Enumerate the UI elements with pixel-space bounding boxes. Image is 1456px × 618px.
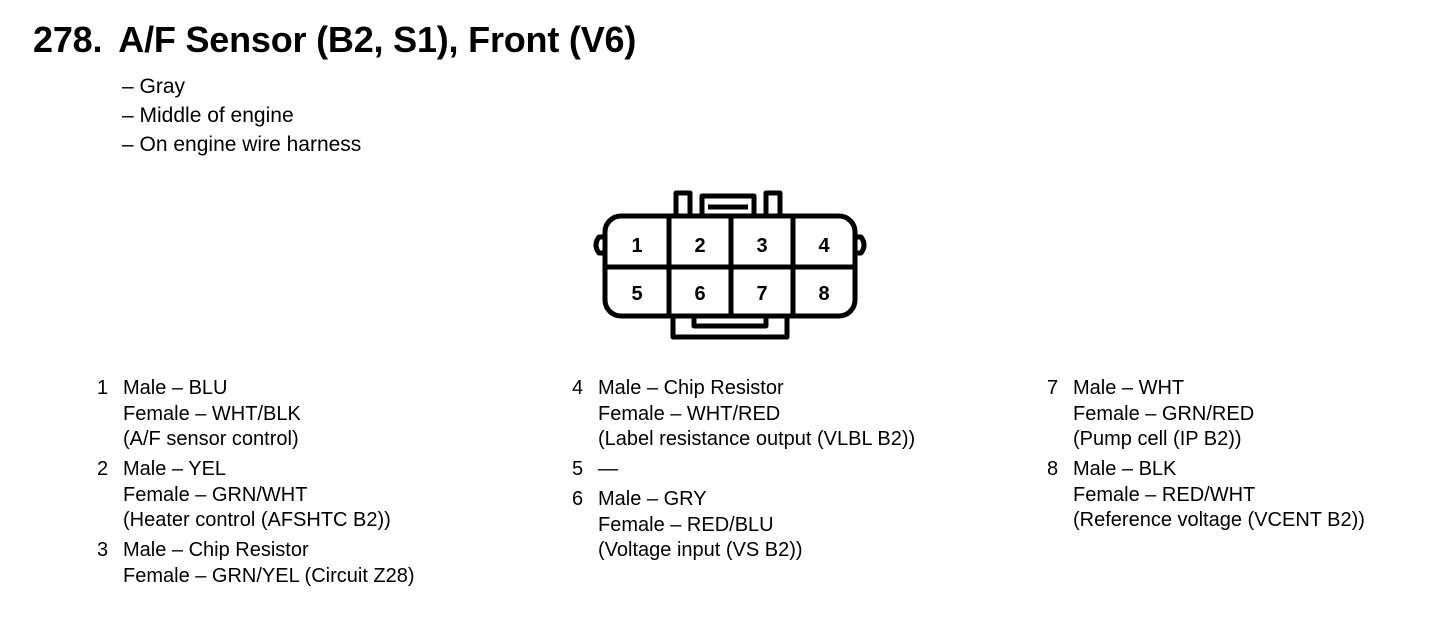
pin-function: (Label resistance output (VLBL B2)) [598,428,916,450]
pin-female-color: Female – GRN/YEL (Circuit Z28) [123,564,415,587]
pin-8-label: 8 [818,283,829,305]
pin-male-color: Male – Chip Resistor [598,377,784,399]
pin-list-column-1: 1 Male – BLU Female – WHT/BLK (A/F senso… [97,376,415,594]
pin-entry-2: 2 Male – YEL Female – GRN/WHT (Heater co… [97,457,415,534]
pin-male-color: Male – Chip Resistor [123,539,309,561]
pin-3-label: 3 [756,235,767,257]
pin-male-color: Male – BLU [123,377,228,399]
pin-function: (Heater control (AFSHTC B2)) [123,509,391,531]
pin-1-label: 1 [631,235,642,257]
pin-function: (Voltage input (VS B2)) [598,539,803,561]
pin-male-color: Male – YEL [123,458,227,480]
pin-4-label: 4 [818,235,830,257]
top-latch [673,190,783,216]
pin-entry-5: 5 — [572,457,915,483]
pin-male-color: Male – BLK [1073,458,1177,480]
pin-entry-4: 4 Male – Chip Resistor Female – WHT/RED … [572,376,915,453]
pin-number: 7 [1047,377,1059,399]
pin-number: 1 [97,377,109,399]
pin-entry-1: 1 Male – BLU Female – WHT/BLK (A/F senso… [97,376,415,453]
pin-female-color: Female – WHT/RED [598,402,781,425]
pin-unused: — [598,458,618,480]
detail-color: – Gray [122,75,186,98]
pin-number: 5 [572,458,584,480]
pin-5-label: 5 [631,283,642,305]
pin-male-color: Male – WHT [1073,377,1185,399]
pin-function: (A/F sensor control) [123,428,299,450]
connector-details: – Gray – Middle of engine – On engine wi… [122,72,361,159]
pin-2-label: 2 [694,235,705,257]
pin-6-label: 6 [694,283,705,305]
pin-male-color: Male – GRY [598,488,707,510]
pin-number: 3 [97,539,109,561]
title-text: A/F Sensor (B2, S1), Front (V6) [118,19,637,60]
pin-list-column-2: 4 Male – Chip Resistor Female – WHT/RED … [572,376,915,568]
title-number: 278. [33,19,103,60]
pin-function: (Reference voltage (VCENT B2)) [1073,509,1365,531]
pin-list-column-3: 7 Male – WHT Female – GRN/RED (Pump cell… [1047,376,1365,538]
pin-entry-6: 6 Male – GRY Female – RED/BLU (Voltage i… [572,487,915,564]
connector-diagram: 1 2 3 4 5 6 7 8 [593,190,867,340]
detail-location: – Middle of engine [122,104,294,127]
pin-function: (Pump cell (IP B2)) [1073,428,1242,450]
pin-female-color: Female – RED/WHT [1073,483,1256,506]
pin-entry-8: 8 Male – BLK Female – RED/WHT (Reference… [1047,457,1365,534]
pin-female-color: Female – RED/BLU [598,513,774,536]
pin-entry-3: 3 Male – Chip Resistor Female – GRN/YEL … [97,538,415,589]
pin-number: 2 [97,458,109,480]
detail-harness: – On engine wire harness [122,133,362,156]
pin-number: 8 [1047,458,1059,480]
pin-female-color: Female – GRN/RED [1073,402,1255,425]
pin-number: 6 [572,488,584,510]
pin-female-color: Female – GRN/WHT [123,483,308,506]
pin-female-color: Female – WHT/BLK [123,402,301,425]
left-ear [593,234,605,256]
pin-number: 4 [572,377,584,399]
pin-7-label: 7 [756,283,767,305]
page-title: 278. A/F Sensor (B2, S1), Front (V6) [33,18,636,62]
right-ear [855,234,867,256]
bottom-lock [670,316,790,340]
pin-entry-7: 7 Male – WHT Female – GRN/RED (Pump cell… [1047,376,1365,453]
